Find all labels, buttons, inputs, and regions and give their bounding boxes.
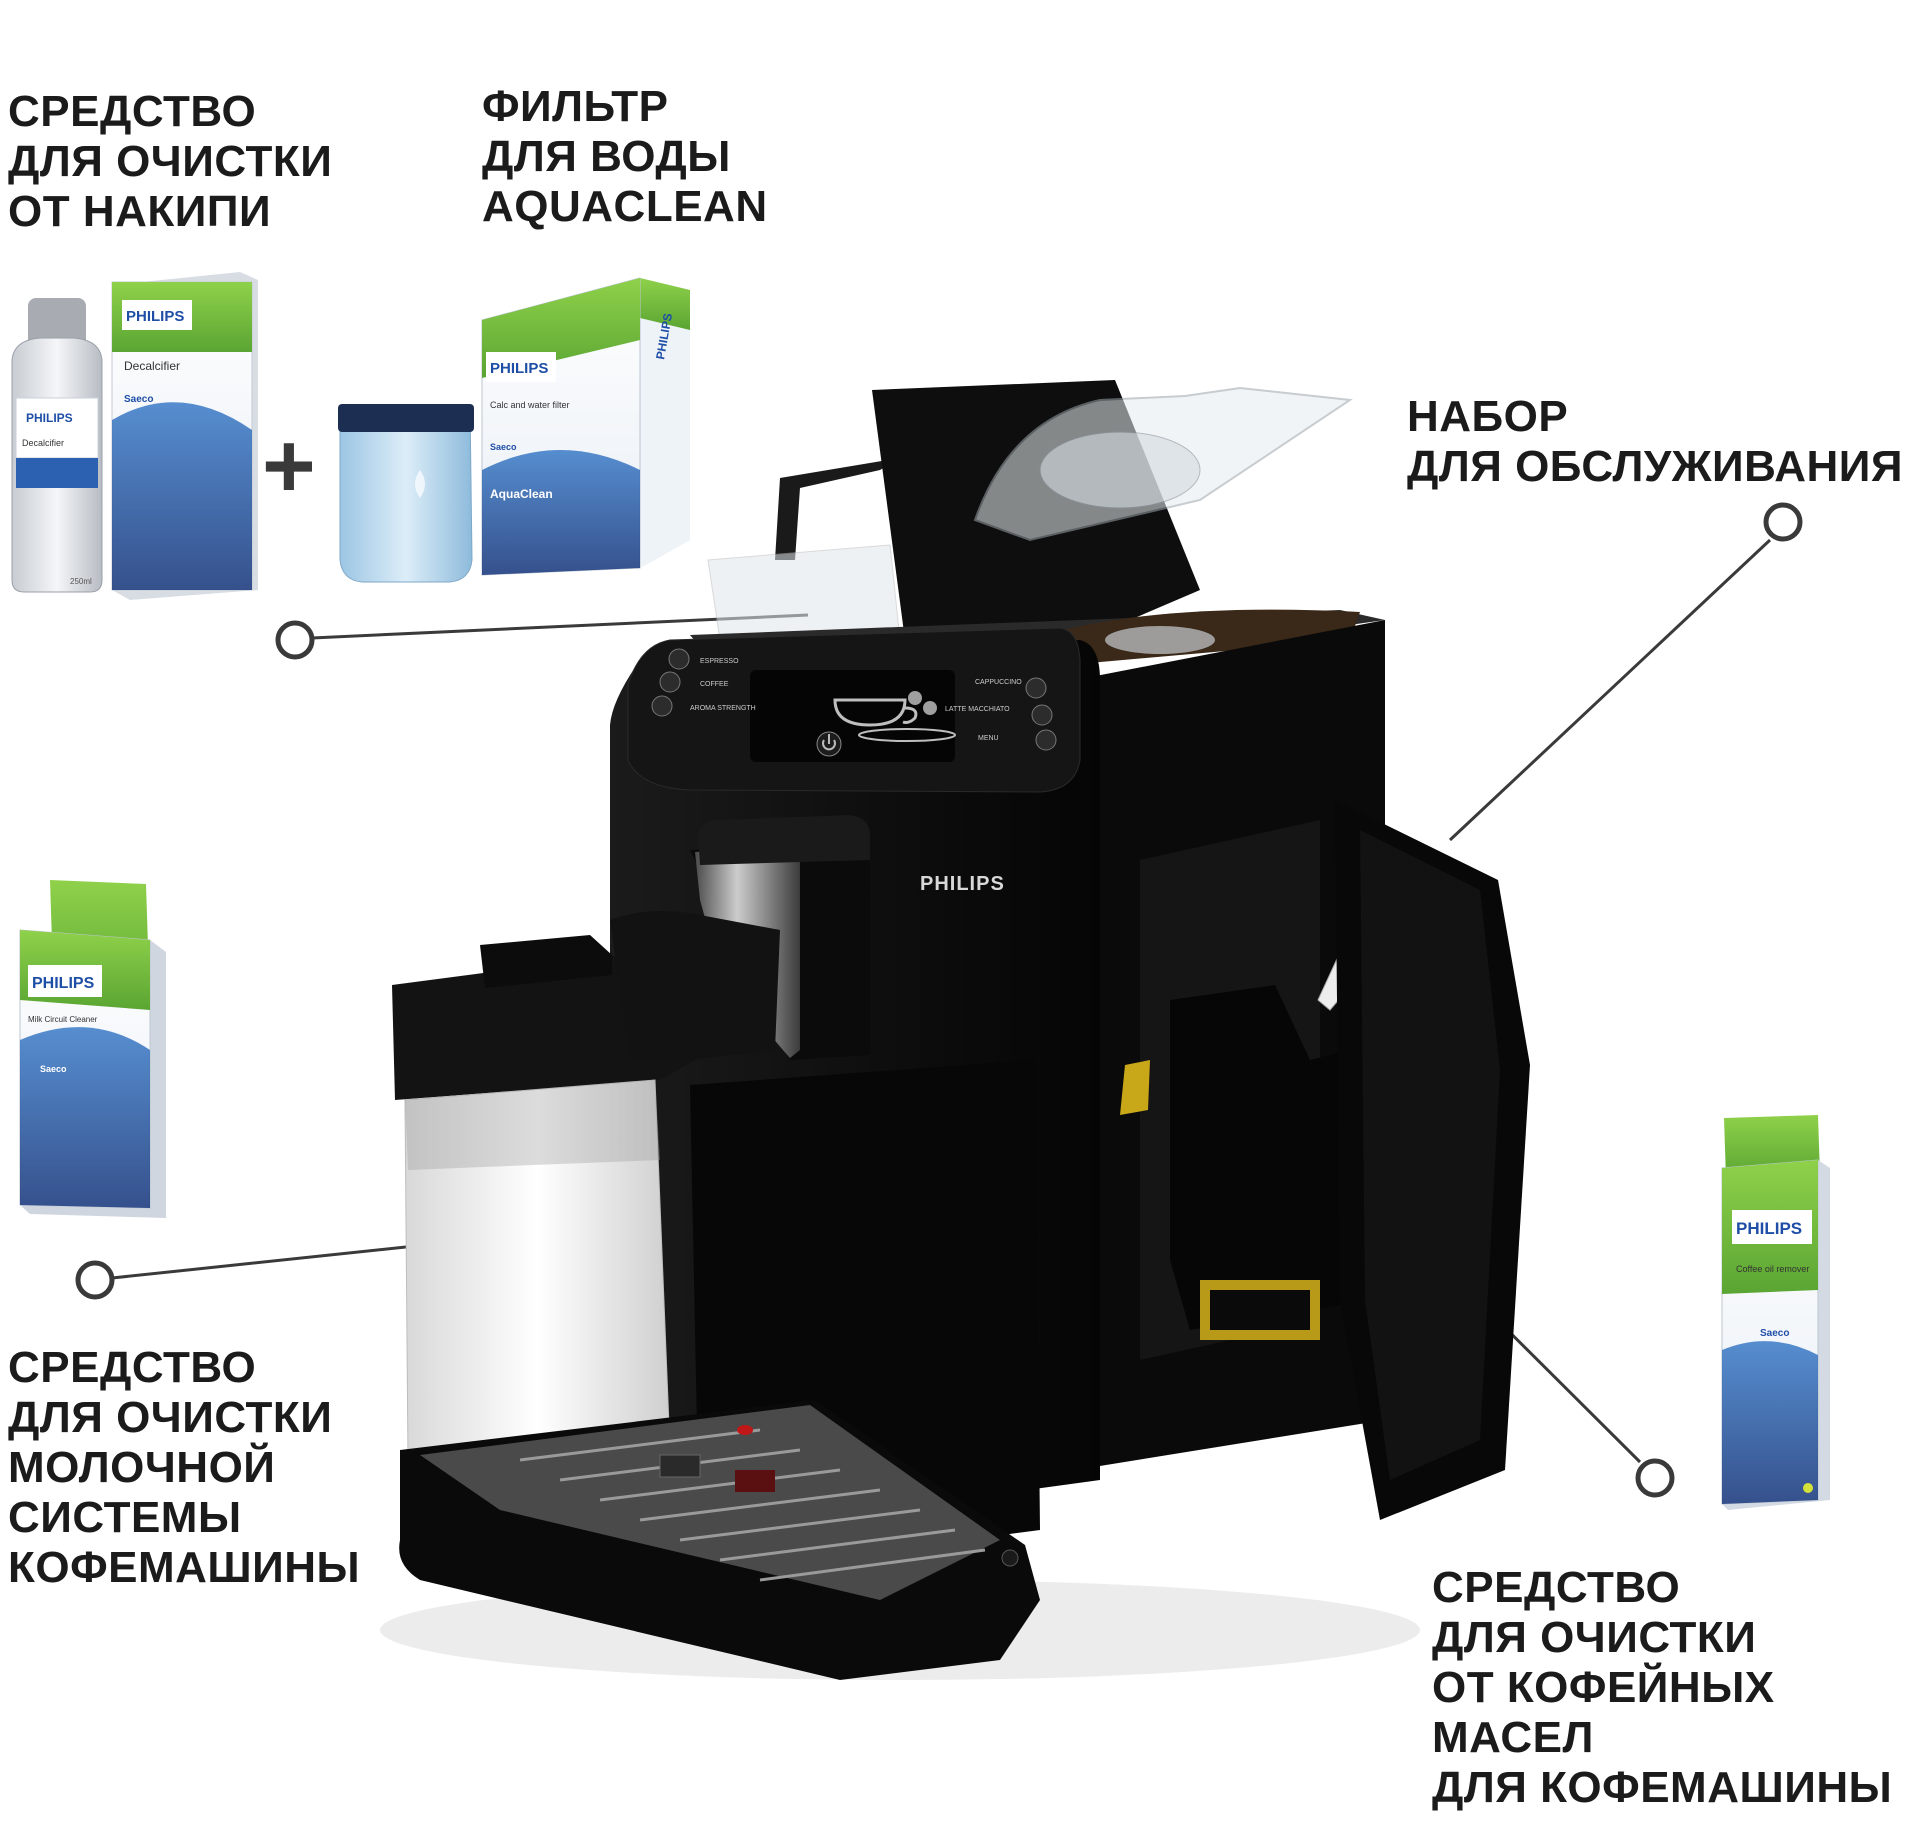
milk-box-brand: PHILIPS — [32, 975, 95, 992]
svg-text:Coffee oil remover: Coffee oil remover — [1736, 1264, 1809, 1274]
svg-text:Saeco: Saeco — [490, 442, 517, 452]
svg-text:AROMA STRENGTH: AROMA STRENGTH — [690, 705, 756, 712]
svg-text:LATTE MACCHIATO: LATTE MACCHIATO — [945, 706, 1010, 713]
svg-text:MENU: MENU — [978, 735, 999, 742]
water-filter-label: ФИЛЬТР ДЛЯ ВОДЫ AQUACLEAN — [482, 82, 768, 231]
drip-tray — [399, 1400, 1041, 1680]
bottle-brand: PHILIPS — [26, 411, 73, 425]
svg-text:Milk Circuit Cleaner: Milk Circuit Cleaner — [28, 1015, 98, 1024]
svg-text:Calc and water filter: Calc and water filter — [490, 400, 570, 410]
water-filter-box: PHILIPS Calc and water filter Saeco Aqua… — [481, 277, 690, 576]
svg-text:Decalcifier: Decalcifier — [124, 359, 180, 373]
svg-text:Decalcifier: Decalcifier — [22, 438, 64, 448]
service-kit-label: НАБОР ДЛЯ ОБСЛУЖИВАНИЯ — [1407, 392, 1904, 491]
svg-text:250ml: 250ml — [70, 577, 92, 586]
svg-text:Saeco: Saeco — [124, 394, 153, 405]
oil-remover-box: PHILIPS Coffee oil remover Saeco — [1721, 1115, 1830, 1510]
descaler-box-brand: PHILIPS — [126, 308, 184, 325]
svg-text:COFFEE: COFFEE — [700, 681, 729, 688]
oil-remover-label: СРЕДСТВО ДЛЯ ОЧИСТКИ ОТ КОФЕЙНЫХ МАСЕЛ Д… — [1432, 1563, 1893, 1812]
machine-brand-logo: PHILIPS — [920, 873, 1005, 895]
descaler-box: PHILIPS Decalcifier Saeco — [111, 272, 258, 600]
milk-cleaner-box: PHILIPS Milk Circuit Cleaner Saeco — [19, 880, 166, 1218]
milk-carafe — [392, 911, 780, 1481]
oil-box-brand: PHILIPS — [1736, 1219, 1802, 1238]
milk-cleaner-label: СРЕДСТВО ДЛЯ ОЧИСТКИ МОЛОЧНОЙ СИСТЕМЫ КО… — [8, 1343, 361, 1592]
descaler-bottle: PHILIPS Decalcifier 250ml — [11, 298, 103, 593]
svg-text:AquaClean: AquaClean — [490, 487, 553, 501]
filter-box-brand: PHILIPS — [490, 360, 548, 377]
svg-text:Saeco: Saeco — [1760, 1328, 1789, 1339]
svg-text:ESPRESSO: ESPRESSO — [700, 658, 739, 665]
plus-icon: + — [262, 415, 316, 517]
panel-buttons-left: ESPRESSO COFFEE AROMA STRENGTH — [651, 648, 756, 717]
svg-text:Saeco: Saeco — [40, 1064, 67, 1074]
coffee-machine: ESPRESSO COFFEE AROMA STRENGTH CAPPUCCIN… — [380, 380, 1530, 1680]
water-filter-cartridge — [338, 404, 474, 583]
descaler-label: СРЕДСТВО ДЛЯ ОЧИСТКИ ОТ НАКИПИ — [8, 87, 333, 236]
panel-buttons-right: CAPPUCCINO LATTE MACCHIATO MENU — [945, 677, 1057, 751]
svg-text:CAPPUCCINO: CAPPUCCINO — [975, 679, 1022, 686]
